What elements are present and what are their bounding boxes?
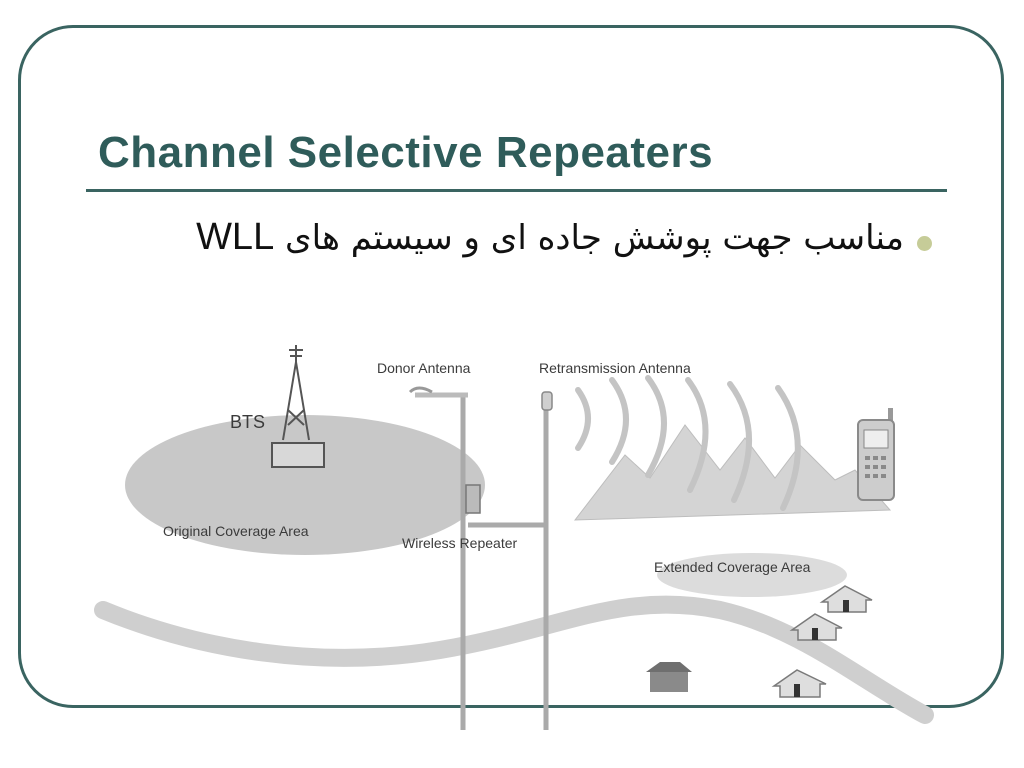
label-retransmission-antenna: Retransmission Antenna [539,360,691,376]
extended-coverage-ellipse [657,553,847,597]
road [94,595,934,724]
label-donor-antenna: Donor Antenna [377,360,471,376]
label-wireless-repeater: Wireless Repeater [402,535,517,551]
label-bts: BTS [230,412,265,432]
repeater-unit-icon [465,484,481,514]
bullet-text: مناسب جهت پوشش جاده ای و سیستم های WLL [196,216,904,259]
label-extended-coverage: Extended Coverage Area [654,559,811,575]
bullet-text-persian: مناسب جهت پوشش جاده ای و سیستم های [285,218,904,258]
house-icon [771,669,827,698]
slide-title: Channel Selective Repeaters [98,128,714,177]
bts-tower-icon [271,345,325,468]
bullet-text-latin: WLL [196,216,275,258]
repeater-masts [415,392,549,730]
house-icon [646,662,692,692]
slide-frame [18,25,1004,708]
retransmission-antenna-icon [541,391,553,411]
radio-waves [575,375,801,511]
house-icon [789,613,843,641]
house-icon [819,585,873,613]
title-underline [86,189,947,192]
original-coverage-ellipse [125,415,485,555]
mobile-phone-icon [857,408,895,501]
donor-antenna-icon [408,386,433,394]
bullet-dot-icon [917,236,932,251]
label-original-coverage: Original Coverage Area [163,523,309,539]
